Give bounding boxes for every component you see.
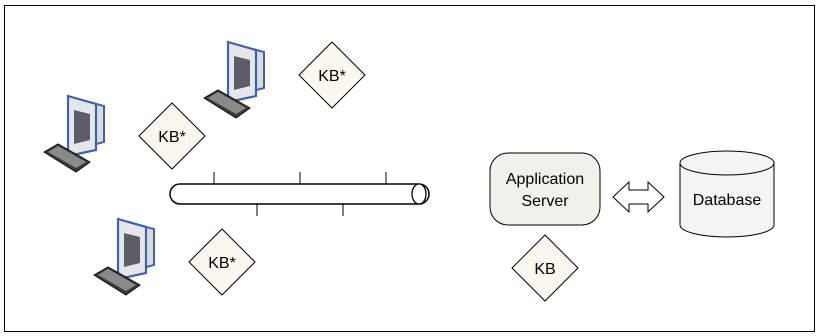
client-computer-bottom: KB*	[93, 217, 256, 296]
kb-label: KB	[534, 261, 555, 278]
computer-icon	[203, 40, 265, 119]
computer-icon	[43, 94, 105, 173]
kb-diamond-server: KB	[511, 234, 579, 302]
client-computer-top: KB*	[203, 40, 366, 119]
bidirectional-arrow-icon	[612, 180, 665, 214]
server-label-line2: Server	[521, 193, 569, 210]
application-server: Application Server	[489, 152, 601, 226]
kb-diamond: KB*	[298, 41, 366, 109]
kb-label: KB*	[158, 129, 186, 146]
kb-label: KB*	[318, 68, 346, 85]
computer-icon	[93, 217, 155, 296]
server-label-line1: Application	[506, 171, 584, 188]
kb-diamond: KB*	[138, 102, 206, 170]
kb-diamond: KB*	[188, 228, 256, 296]
network-bus	[169, 172, 430, 216]
client-computer-left: KB*	[43, 94, 206, 173]
database-label: Database	[693, 192, 762, 209]
database-top	[679, 150, 775, 176]
database: Database	[679, 150, 775, 238]
kb-label: KB*	[208, 255, 236, 272]
